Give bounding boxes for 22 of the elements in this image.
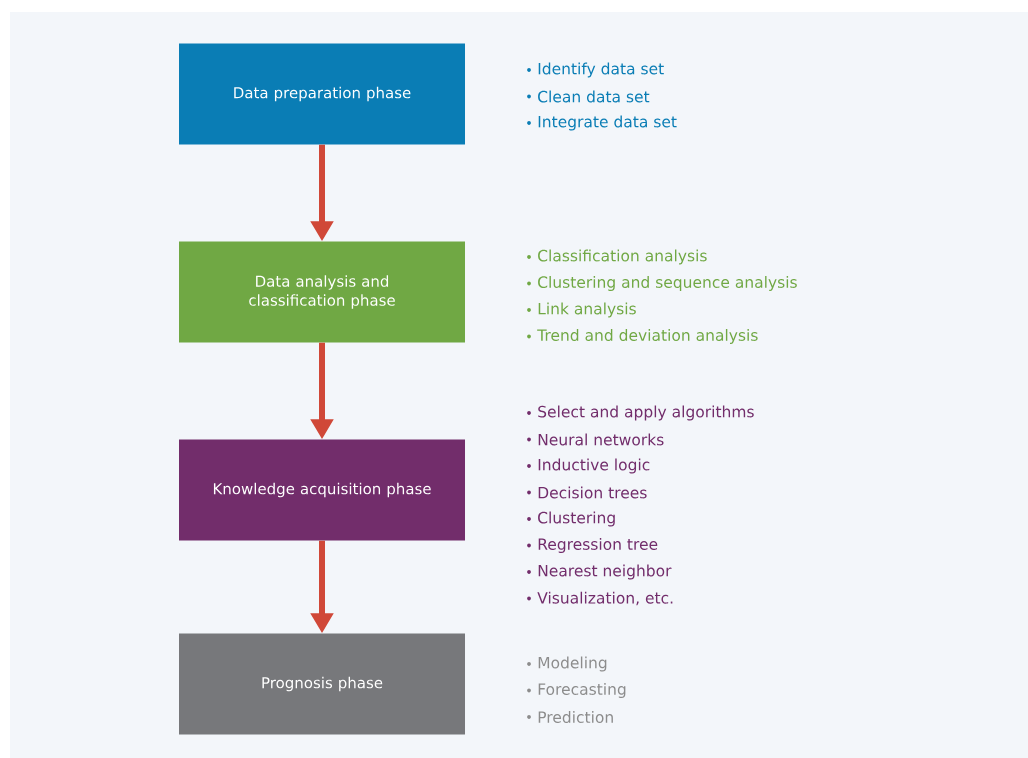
list-item: Identify data set [527, 62, 664, 78]
list-item: Decision trees [527, 486, 647, 499]
list-item: Neural networks [527, 433, 664, 446]
list-item: Visualization, etc. [527, 591, 673, 606]
list-item: Nearest neighbor [527, 564, 672, 580]
list-item: Inductive logic [527, 458, 650, 474]
list-item: Classification analysis [527, 249, 707, 265]
list-item: Clustering [527, 511, 615, 527]
list-item: Clustering and sequence analysis [527, 276, 797, 291]
list-item: Integrate data set [527, 115, 677, 131]
list-item: Clean data set [527, 90, 650, 103]
list-item: Regression tree [527, 538, 658, 553]
list-item: Prediction [527, 711, 613, 723]
phase-box: Knowledge acquisition phase [179, 439, 465, 541]
phase-box: Data preparation phase [179, 43, 465, 145]
phase-box: Data analysis and classification phase [179, 241, 465, 343]
list-item: Modeling [527, 656, 607, 672]
list-item: Link analysis [527, 302, 636, 318]
phase-box: Prognosis phase [179, 633, 465, 735]
list-item: Trend and deviation analysis [527, 329, 758, 344]
list-item: Select and apply algorithms [527, 405, 754, 421]
list-item: Forecasting [527, 683, 626, 698]
